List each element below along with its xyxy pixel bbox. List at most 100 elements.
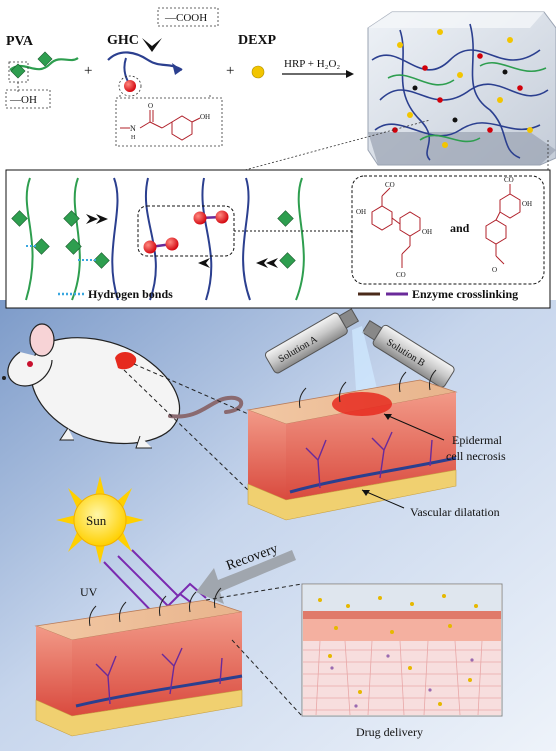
legend-hbond-label: Hydrogen bonds [88,287,173,301]
epidermal-arrowhead [384,414,392,420]
legend-enzyme-label: Enzyme crosslinking [412,287,518,301]
mouse-head [7,351,53,387]
plus-sign: + [84,63,92,79]
mouse-tail [168,395,244,419]
cooh-box [157,7,219,27]
pva-diamond [37,51,53,67]
ghc-oh-atom: OH [200,113,210,121]
sun-label: Sun [86,513,107,528]
and-label: and [450,221,470,235]
ghc-label: GHC [107,33,139,48]
cube-crosslink-dots [392,53,523,133]
can-b-nozzle [361,319,383,341]
skin1-vessel [289,456,457,494]
inset-nuclei [330,654,474,708]
skin1-fat-layer [247,469,457,521]
pva-highlight-box [8,61,29,83]
ghc-chem-structure [120,110,201,141]
inset-epidermis [303,611,501,619]
cube-network-green [387,61,547,143]
dimer1-co-top: CO [385,181,395,189]
wound-zoom-line-bottom [123,369,249,491]
dimer2-o: O [492,266,497,274]
cube-dexp-dots [397,29,533,148]
inset-hydrogel-layer [303,585,501,611]
skin1-hairs [299,369,437,409]
skin2-vessel [75,674,243,708]
dimer2-oh: OH [522,200,532,208]
wound-zoom-line-top [133,363,263,421]
reactants-row: PVA —OH + GHC —COOH N [5,7,354,147]
skin1-necrosis [332,392,392,416]
cube-top-face [368,12,544,28]
mouse-wound [115,352,137,370]
skin-block-healed [34,587,243,737]
cube-network-blue [371,23,549,161]
pva-chain [9,57,79,71]
inset-dermis [303,619,501,641]
crosslink-balls [143,210,229,254]
mechanism-panel: CO CO OH OH and CO OH O Hydrogen bonds E… [5,169,551,309]
dimer1-oh-left: OH [356,208,366,216]
skin2-front-face [72,612,242,716]
mouse-body [30,337,181,444]
skin2-capillaries [95,647,223,705]
ghc-highlight-circle [118,75,142,97]
oh-box [5,89,51,109]
ghc-phenol-ball [124,80,136,92]
recovery-arrow-shape [196,550,296,604]
skin-block-wounded [246,369,458,521]
skin2-fat-layer [35,689,243,737]
skin2-left-face [36,626,72,716]
dimer1-co-bottom: CO [396,271,406,279]
pva-diamond [10,63,26,79]
mouse-ear [29,323,55,357]
pva-chains-mid [25,177,305,301]
uv-label: UV [80,585,98,599]
ghc-chains-mid [111,177,251,301]
cube-bottom-face [368,132,556,165]
healed-zoom-line-top [205,583,303,601]
ghc-chain [107,51,183,71]
ghc-structure-box [115,97,223,147]
dimer2-co-top: CO [504,176,514,184]
mouse-nose [2,376,6,380]
reagent-label: HRP + H₂O₂ [284,58,340,70]
crosslink-box [137,205,235,257]
dimer1-oh-right: OH [422,228,432,236]
dimer-structure-1 [371,187,421,268]
inset-drug-particles [318,594,478,706]
hydroxyl-diamonds [11,210,296,269]
sun-disc [73,493,127,547]
pva-label: PVA [6,34,34,49]
inset-cells [303,640,501,716]
can-a-nozzle [338,308,360,329]
sun-illustration: Sun [56,476,144,564]
vascular-pointer [361,489,405,509]
dimer-structure-2 [485,184,521,265]
ghc-h-atom: H [131,135,136,141]
drug-delivery-label: Drug delivery [356,725,423,739]
epidermal-label-2: cell necrosis [446,449,506,463]
ghc-o-atom: O [148,102,153,110]
mechanism-frame [5,169,551,309]
vascular-arrowhead [362,490,370,496]
mouse-paw [135,435,152,449]
plus-sign: + [226,63,234,79]
cooh-label: —COOH [164,12,207,24]
vascular-label: Vascular dilatation [410,505,500,519]
skin1-left-face [248,410,286,500]
ghc-chevron-small [172,63,182,75]
ghc-chevron [142,38,162,52]
drug-delivery-inset [301,583,503,717]
skin1-front-face [286,392,456,500]
hydrogel-cube [367,11,556,166]
healed-zoom-line-bottom [231,639,303,717]
ghc-n-atom: N [130,124,136,133]
dexp-ball [251,65,265,79]
mouse-paw [59,427,74,441]
oh-label: —OH [9,94,37,106]
skin1-capillaries [305,431,433,489]
